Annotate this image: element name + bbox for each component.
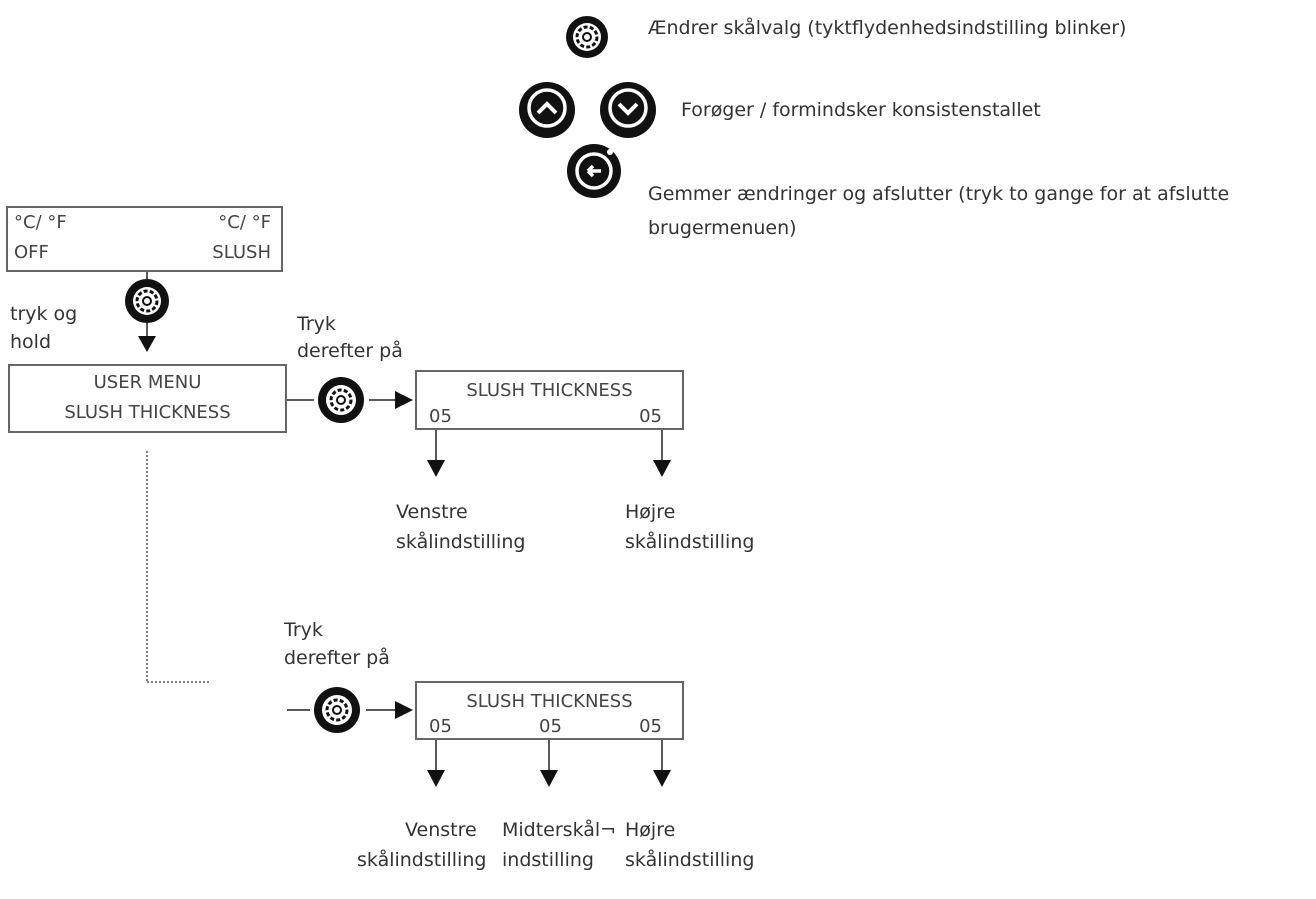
- display-start-bottom-right: SLUSH: [212, 242, 271, 263]
- three-mid-label-line2: indstilling: [502, 849, 594, 871]
- display-start-bottom-left: OFF: [14, 242, 49, 263]
- display-start-top-right: °C/ °F: [218, 212, 271, 233]
- press-hold-line1: tryk og: [10, 303, 78, 325]
- display-three-left-value: 05: [429, 716, 452, 737]
- legend-exit-line2: brugermenuen): [648, 217, 797, 239]
- two-left-label-line2: skålindstilling: [396, 531, 526, 553]
- two-right-label-line2: skålindstilling: [625, 531, 755, 553]
- three-mid-label-line1: Midterskål¬: [502, 819, 617, 841]
- legend-exit-line1: Gemmer ændringer og afslutter (tryk to g…: [648, 183, 1230, 205]
- display-two-title: SLUSH THICKNESS: [466, 380, 633, 401]
- three-right-label-line2: skålindstilling: [625, 849, 755, 871]
- exit-button-icon: [566, 143, 622, 203]
- display-two-right-value: 05: [639, 406, 662, 427]
- legend-settings-text: Ændrer skålvalg (tyktflydenhedsindstilli…: [648, 17, 1127, 39]
- settings-button-icon: [310, 686, 365, 740]
- two-left-label-line1: Venstre: [396, 501, 468, 523]
- display-two-bowls: SLUSH THICKNESS 05 05: [415, 370, 684, 430]
- display-two-left-value: 05: [429, 406, 452, 427]
- then-press-2-line2: derefter på: [284, 647, 390, 669]
- display-three-title: SLUSH THICKNESS: [466, 691, 633, 712]
- down-arrow-button-icon: [599, 81, 657, 143]
- settings-button-icon: [564, 14, 610, 64]
- press-hold-line2: hold: [10, 331, 52, 353]
- up-arrow-button-icon: [518, 81, 576, 143]
- two-right-label-line1: Højre: [625, 501, 676, 523]
- three-right-label-line1: Højre: [625, 819, 676, 841]
- settings-button-icon: [314, 376, 369, 430]
- three-left-label-line2: skålindstilling: [357, 849, 487, 871]
- display-start: °C/ °F °C/ °F OFF SLUSH: [6, 206, 283, 272]
- display-start-top-left: °C/ °F: [14, 212, 67, 233]
- display-three-bowls: SLUSH THICKNESS 05 05 05: [415, 681, 684, 740]
- legend-updown-text: Forøger / formindsker konsistenstallet: [681, 99, 1041, 121]
- three-left-label-line1: Venstre: [405, 819, 477, 841]
- then-press-1-line2: derefter på: [297, 340, 403, 362]
- display-user-menu: USER MENU SLUSH THICKNESS: [8, 364, 287, 433]
- then-press-2-line1: Tryk: [284, 619, 323, 641]
- then-press-1-line1: Tryk: [297, 313, 336, 335]
- display-three-right-value: 05: [639, 716, 662, 737]
- display-user-menu-line2: SLUSH THICKNESS: [64, 402, 231, 423]
- display-three-mid-value: 05: [539, 716, 562, 737]
- settings-button-icon: [123, 278, 171, 328]
- display-user-menu-line1: USER MENU: [93, 372, 202, 393]
